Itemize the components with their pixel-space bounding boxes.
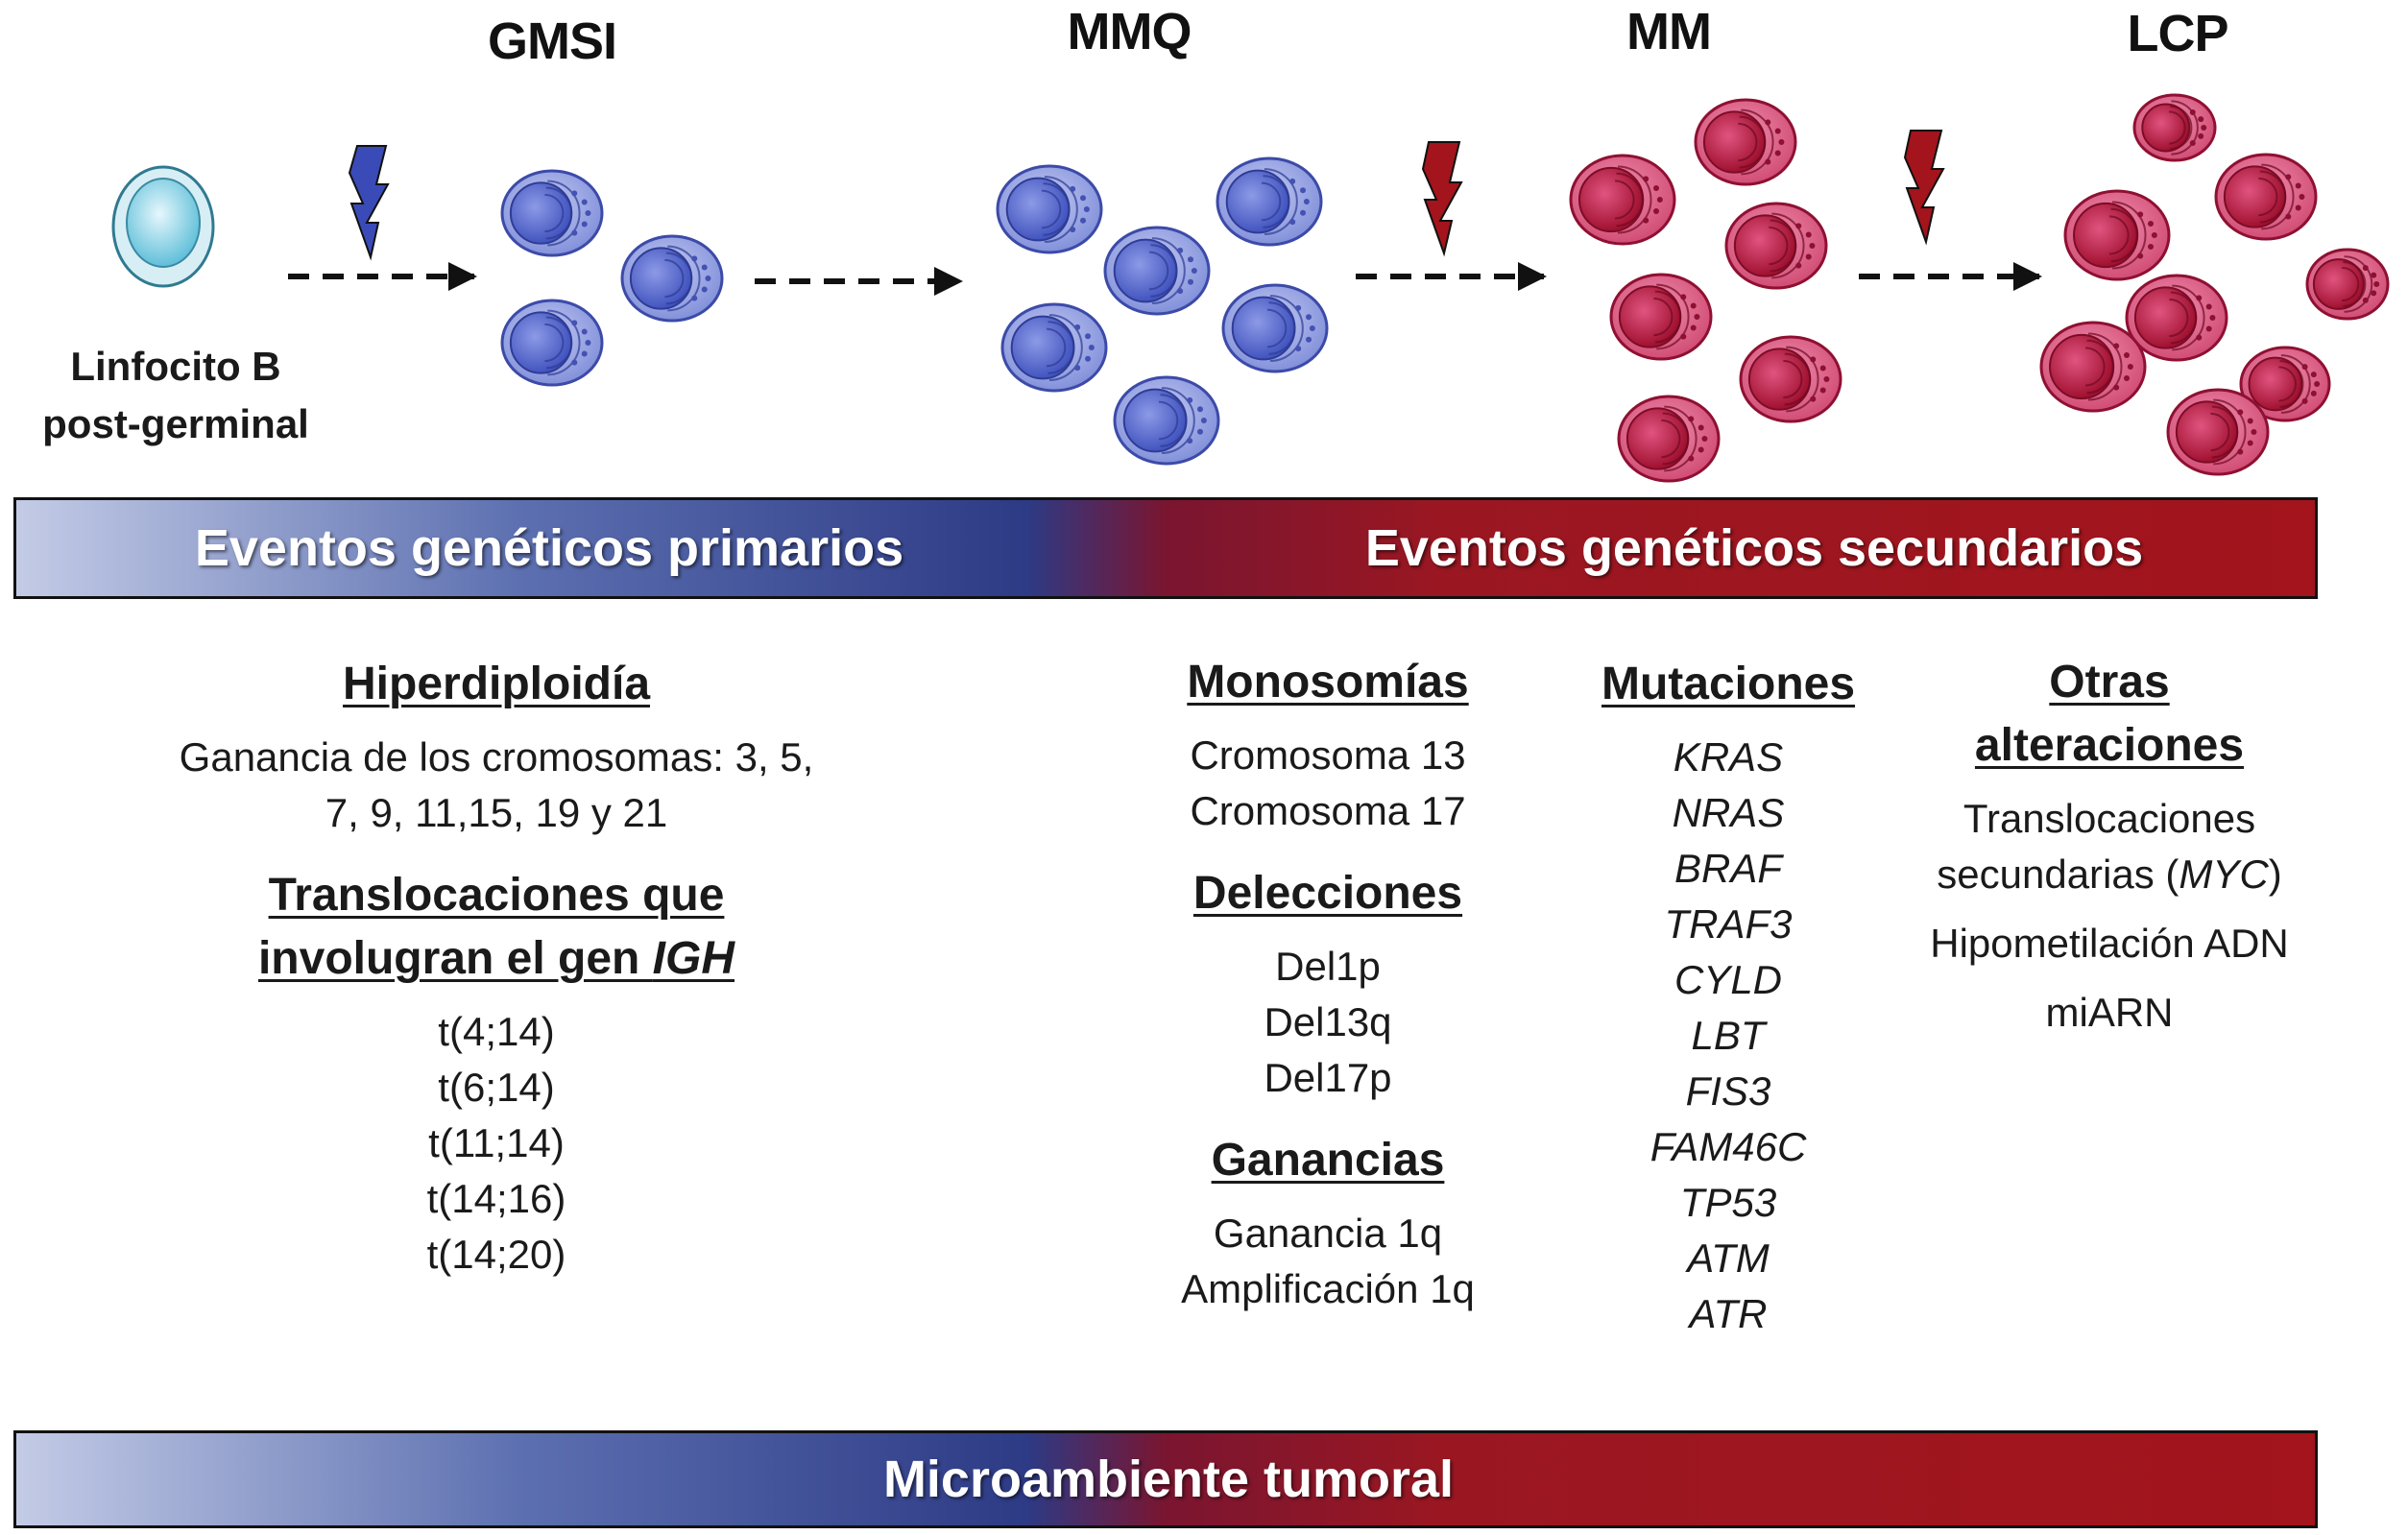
hiperdiploidia-line2: 7, 9, 11,15, 19 y 21 [325, 790, 668, 835]
ganancia-item: Ganancia 1q [1213, 1211, 1443, 1256]
plasma-cell-blue [500, 169, 604, 257]
mutated-gene: TP53 [1679, 1180, 1777, 1225]
delecciones-heading: Delecciones [1192, 868, 1463, 919]
plasma-cell-red [1617, 395, 1721, 483]
plasma-cell-blue [620, 234, 724, 323]
mutated-gene: CYLD [1674, 957, 1783, 1002]
mutated-gene: FIS3 [1685, 1068, 1771, 1114]
monosomias-heading: Monosomías [1187, 657, 1469, 708]
mutated-gene: KRAS [1673, 734, 1784, 779]
plasma-cell-red [2039, 321, 2147, 413]
plasma-cell-blue [1103, 226, 1211, 316]
mutated-gene: ATR [1689, 1291, 1768, 1336]
microenvironment-band: Microambiente tumoral [13, 1430, 2318, 1528]
translocaciones-heading-line1: Translocaciones que [268, 870, 725, 921]
otras-hipometilacion: Hipometilación ADN [1930, 921, 2289, 966]
band-microenv-label: Microambiente tumoral [882, 1451, 1455, 1508]
plasma-cell-red [2132, 93, 2217, 162]
plasma-cell-blue [500, 299, 604, 387]
translocation-item: t(14;20) [426, 1232, 566, 1277]
hiperdiploidia-heading: Hiperdiploidía [342, 659, 651, 709]
plasma-cell-blue [1221, 283, 1329, 373]
igh-gene: IGH [652, 933, 735, 984]
stage-label-lcp: LCP [2127, 5, 2229, 62]
lightning-bolt-icon [1903, 130, 1945, 246]
deleccion-item: Del1p [1275, 944, 1381, 989]
plasma-cell-red [1739, 335, 1842, 423]
translocation-item: t(6;14) [438, 1065, 555, 1110]
mutated-gene: ATM [1687, 1235, 1770, 1281]
mutations-column: Mutaciones KRAS NRAS BRAF TRAF3 CYLD LBT… [1601, 653, 1855, 1342]
mutated-gene: LBT [1691, 1013, 1766, 1058]
stage-label-mm: MM [1626, 3, 1712, 60]
stage-label-gmsi: GMSI [487, 12, 617, 70]
hiperdiploidia-line1: Ganancia de los cromosomas: 3, 5, [179, 734, 814, 779]
deleccion-item: Del17p [1264, 1055, 1392, 1100]
translocation-item: t(4;14) [438, 1009, 555, 1054]
chromosomal-changes-column: Monosomías Cromosoma 13 Cromosoma 17 Del… [1181, 651, 1475, 1317]
mutated-gene: FAM46C [1649, 1124, 1807, 1169]
plasma-cell-blue [996, 164, 1103, 254]
band-primary-label: Eventos genéticos primarios [194, 519, 904, 577]
genetic-events-band: Eventos genéticos primarios Eventos gené… [13, 497, 2318, 599]
otras-mirna: miARN [2045, 990, 2174, 1035]
mutated-gene: TRAF3 [1664, 901, 1793, 947]
stage-label-mmq: MMQ [1067, 3, 1192, 60]
plasma-cell-red [2166, 388, 2270, 476]
progression-diagram [111, 93, 2390, 483]
lightning-bolt-icon [1421, 141, 1463, 257]
plasma-cell-blue [1000, 302, 1108, 393]
origin-label-line1: Linfocito B [70, 344, 281, 389]
otras-heading-line1: Otras [2049, 657, 2170, 708]
plasma-cell-red [1609, 273, 1713, 361]
deleccion-item: Del13q [1264, 999, 1392, 1044]
otras-trans-suffix: ) [2268, 851, 2282, 897]
plasma-cell-red [2125, 274, 2228, 362]
plasma-cell-blue [1113, 375, 1220, 466]
monosomia-item: Cromosoma 13 [1190, 732, 1466, 778]
mutated-gene: BRAF [1674, 846, 1783, 891]
plasma-cell-red [1694, 98, 1797, 186]
plasma-cell-red [1724, 202, 1828, 290]
otras-heading-line2: alteraciones [1974, 720, 2245, 771]
plasma-cell-red [1569, 154, 1676, 246]
translocation-item: t(11;14) [428, 1120, 565, 1165]
b-lymphocyte-cell [111, 165, 215, 288]
ganancias-heading: Ganancias [1211, 1135, 1445, 1186]
otras-trans-line1: Translocaciones [1963, 796, 2256, 841]
otras-trans-prefix: secundarias ( [1937, 851, 2179, 897]
mutaciones-heading: Mutaciones [1601, 659, 1856, 709]
origin-label-line2: post-germinal [42, 401, 309, 446]
myc-gene: MYC [2179, 851, 2269, 897]
plasma-cell-red [2214, 153, 2318, 241]
plasma-cell-red [2063, 189, 2171, 281]
monosomia-item: Cromosoma 17 [1190, 788, 1466, 833]
primary-events-column: Hiperdiploidía Ganancia de los cromosoma… [180, 653, 814, 1283]
translocation-item: t(14;16) [426, 1176, 566, 1221]
translocaciones-heading-prefix: involugran el gen [257, 933, 653, 984]
translocaciones-heading-line2: involugran el gen IGH [180, 927, 814, 991]
other-alterations-column: Otras alteraciones Translocaciones secun… [1930, 651, 2289, 1041]
lightning-bolt-icon [348, 145, 390, 261]
otras-trans-line2: secundarias (MYC) [1930, 847, 2289, 902]
plasma-cell-red [2305, 248, 2390, 321]
plasma-cell-blue [1216, 156, 1323, 247]
plasma-cell-red [2239, 346, 2331, 422]
mutated-gene: NRAS [1672, 790, 1785, 835]
ganancia-item: Amplificación 1q [1181, 1266, 1475, 1311]
origin-label: Linfocito B post-germinal [42, 338, 309, 453]
band-secondary-label: Eventos genéticos secundarios [1364, 519, 2144, 577]
